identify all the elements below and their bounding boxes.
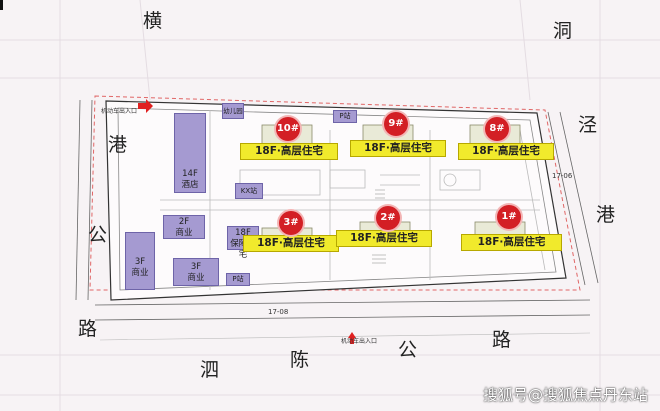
road-label-top-left: 横 bbox=[143, 10, 163, 32]
entrance-south-label: 机动车出入口 bbox=[341, 338, 378, 345]
road-label-left-3: 路 bbox=[78, 318, 98, 340]
road-label-right-1: 泾 bbox=[578, 114, 598, 136]
building-3f-commercial-b: 3F 商业 bbox=[173, 258, 219, 286]
tower-2-badge: 2# bbox=[376, 206, 400, 230]
road-label-top-right: 洞 bbox=[553, 20, 573, 42]
building-14f-use: 酒店 bbox=[181, 180, 199, 190]
tower-8-banner: 18F·高层住宅 bbox=[458, 143, 554, 160]
tower-1-banner: 18F·高层住宅 bbox=[461, 234, 562, 251]
tower-10-banner: 18F·高层住宅 bbox=[240, 143, 338, 160]
road-label-right-2: 港 bbox=[596, 204, 616, 226]
building-3f-b-floors: 3F bbox=[190, 262, 202, 272]
station-p-top: P站 bbox=[333, 110, 357, 123]
building-3f-a-floors: 3F bbox=[134, 257, 146, 267]
entrance-west-label: 机动车出入口 bbox=[101, 108, 138, 115]
tower-10-badge: 10# bbox=[276, 117, 300, 141]
road-label-bottom-3: 公 bbox=[398, 339, 418, 361]
building-2f-use: 商业 bbox=[175, 228, 193, 238]
tower-3-banner: 18F·高层住宅 bbox=[243, 235, 339, 252]
tower-8-badge: 8# bbox=[485, 117, 509, 141]
building-18f-floors: 18F bbox=[235, 228, 251, 238]
building-2f-commercial: 2F 商业 bbox=[163, 215, 205, 239]
tower-9-banner: 18F·高层住宅 bbox=[350, 140, 446, 157]
road-label-bottom-1: 泗 bbox=[200, 359, 220, 381]
tower-2-banner: 18F·高层住宅 bbox=[336, 230, 432, 247]
building-14f-hotel: 14F 酒店 bbox=[174, 113, 206, 193]
building-3f-a-use: 商业 bbox=[131, 268, 149, 278]
tower-9-badge: 9# bbox=[384, 112, 408, 136]
kindergarten-block: 幼儿园 bbox=[222, 103, 244, 119]
watermark: 搜狐号@搜狐焦点丹东站 bbox=[482, 386, 648, 404]
building-2f-floors: 2F bbox=[178, 217, 190, 227]
building-3f-commercial-a: 3F 商业 bbox=[125, 232, 155, 290]
road-code-east: 17-06 bbox=[552, 172, 573, 180]
road-code-south: 17-08 bbox=[268, 308, 289, 316]
road-label-left-1: 港 bbox=[108, 134, 128, 156]
tower-1-badge: 1# bbox=[497, 205, 521, 229]
road-label-bottom-4: 路 bbox=[492, 329, 512, 351]
tower-3-badge: 3# bbox=[279, 211, 303, 235]
road-label-bottom-2: 陈 bbox=[290, 349, 310, 371]
road-label-left-2: 公 bbox=[88, 224, 108, 246]
station-kx: KX站 bbox=[235, 183, 263, 199]
station-p-bottom: P站 bbox=[226, 273, 250, 286]
building-18f-use: 保障住宅 bbox=[230, 239, 256, 260]
building-14f-floors: 14F bbox=[182, 169, 198, 179]
building-3f-b-use: 商业 bbox=[187, 273, 205, 283]
